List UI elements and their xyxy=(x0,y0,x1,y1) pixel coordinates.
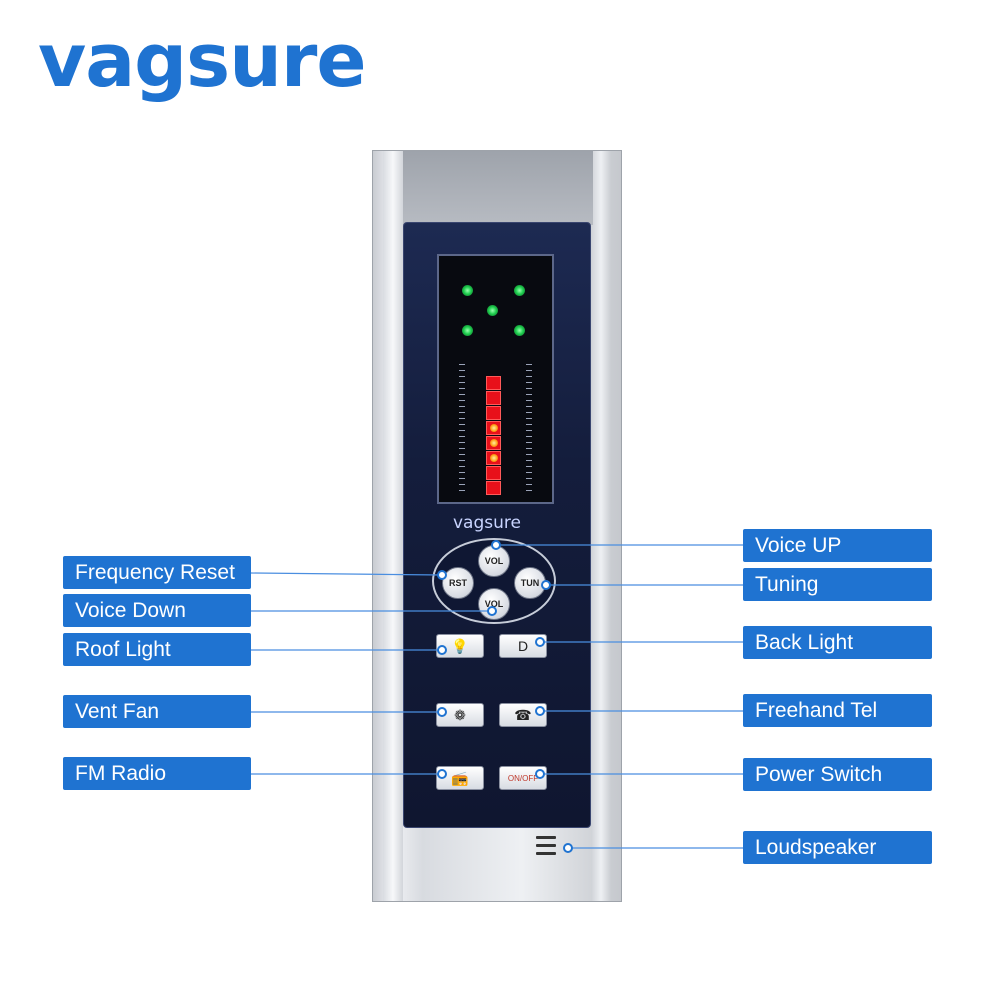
label-vent-fan: Vent Fan xyxy=(63,695,251,728)
green-indicator-led xyxy=(514,325,525,336)
level-bar xyxy=(486,481,501,495)
back-light-icon: D xyxy=(517,638,529,654)
radio-icon: 📻 xyxy=(451,769,469,786)
vent-fan-button[interactable]: ❁ xyxy=(436,703,484,727)
power-switch-button[interactable]: ON/OFF xyxy=(499,766,547,790)
lightbulb-icon: 💡 xyxy=(451,637,469,654)
freehand-tel-button[interactable]: ☎ xyxy=(499,703,547,727)
green-indicator-led xyxy=(487,305,498,316)
level-bar xyxy=(486,391,501,405)
volume-down-button[interactable]: VOL xyxy=(478,588,510,620)
fm-radio-button[interactable]: 📻 xyxy=(436,766,484,790)
level-scale-left xyxy=(459,364,465,492)
label-back-light: Back Light xyxy=(743,626,932,659)
level-bar xyxy=(486,466,501,480)
green-indicator-led xyxy=(462,325,473,336)
label-voice-up: Voice UP xyxy=(743,529,932,562)
green-indicator-led xyxy=(462,285,473,296)
level-bar xyxy=(486,406,501,420)
label-freehand-tel: Freehand Tel xyxy=(743,694,932,727)
label-tuning: Tuning xyxy=(743,568,932,601)
device-top-cap xyxy=(403,151,593,225)
telephone-icon: ☎ xyxy=(514,706,532,723)
level-bar xyxy=(486,421,501,435)
label-voice-down: Voice Down xyxy=(63,594,251,627)
label-loudspeaker: Loudspeaker xyxy=(743,831,932,864)
back-light-button[interactable]: D xyxy=(499,634,547,658)
device-right-bevel xyxy=(591,151,611,901)
frequency-reset-button[interactable]: RST xyxy=(442,567,474,599)
volume-up-button[interactable]: VOL xyxy=(478,545,510,577)
label-power-switch: Power Switch xyxy=(743,758,932,791)
label-fm-radio: FM Radio xyxy=(63,757,251,790)
level-bar xyxy=(486,436,501,450)
green-indicator-led xyxy=(514,285,525,296)
power-label: ON/OFF xyxy=(507,773,539,783)
level-bar xyxy=(486,451,501,465)
brand-logo: vagsure xyxy=(38,18,367,104)
label-roof-light: Roof Light xyxy=(63,633,251,666)
level-scale-right xyxy=(526,364,532,492)
speaker-grille-icon xyxy=(536,836,556,858)
roof-light-button[interactable]: 💡 xyxy=(436,634,484,658)
device-left-bevel xyxy=(383,151,403,901)
label-frequency-reset: Frequency Reset xyxy=(63,556,251,589)
panel-brand-logo: vagsure xyxy=(453,513,521,533)
fan-icon: ❁ xyxy=(454,706,466,723)
level-bar xyxy=(486,376,501,390)
tuning-button[interactable]: TUN xyxy=(514,567,546,599)
